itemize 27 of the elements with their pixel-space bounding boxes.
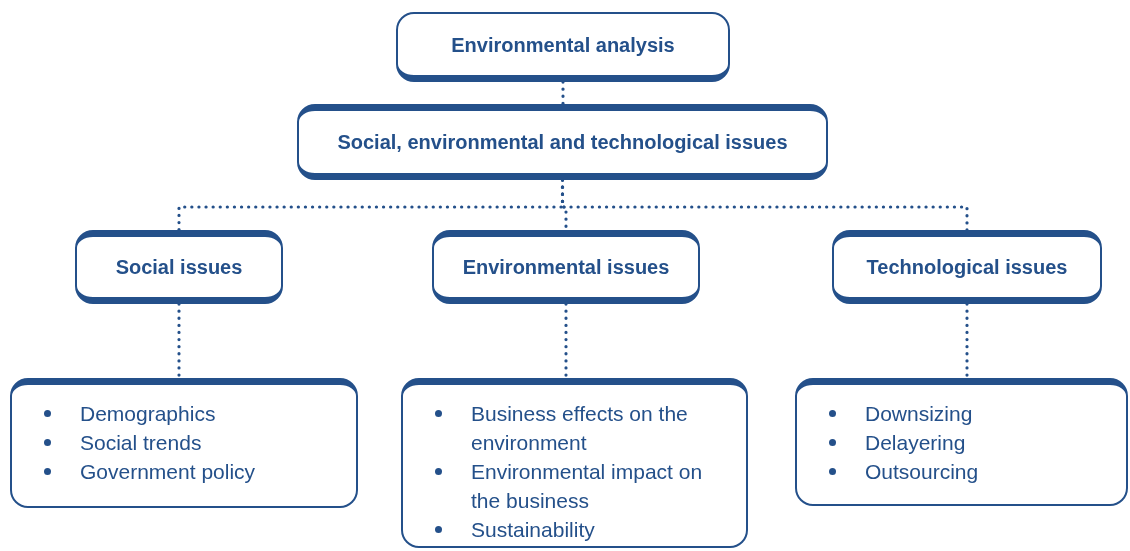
bullet-item: Environmental impact on the business — [471, 459, 704, 514]
box-heading: Environmental issues — [462, 255, 670, 280]
dotted-connector — [560, 178, 969, 232]
heading-box — [396, 12, 730, 82]
bullet-item: Outsourcing — [865, 459, 979, 485]
box-heading: Technological issues — [866, 255, 1068, 280]
heading-box — [297, 104, 828, 180]
dotted-connector — [965, 302, 969, 380]
heading-box — [75, 230, 283, 304]
box-heading: Environmental analysis — [451, 32, 675, 58]
dotted-connector — [564, 302, 568, 380]
dotted-connector — [561, 80, 565, 106]
bullet-list-box — [795, 378, 1128, 506]
bullet-item: Government policy — [80, 459, 256, 485]
bullet-item: Demographics — [80, 401, 216, 427]
bullet-item: Sustainability — [471, 517, 595, 543]
bullet-item: Social trends — [80, 430, 202, 456]
dotted-connector — [177, 302, 181, 380]
bullet-item: Downsizing — [865, 401, 973, 427]
bullet-item: Delayering — [865, 430, 966, 456]
bullet-list-box — [401, 378, 748, 548]
bullet-list-box — [10, 378, 358, 508]
box-heading: Social, environmental and technological issues — [337, 130, 788, 155]
heading-box — [432, 230, 700, 304]
heading-box — [832, 230, 1102, 304]
box-heading: Social issues — [115, 255, 243, 280]
bullet-item: Business effects on the environment — [471, 401, 689, 456]
